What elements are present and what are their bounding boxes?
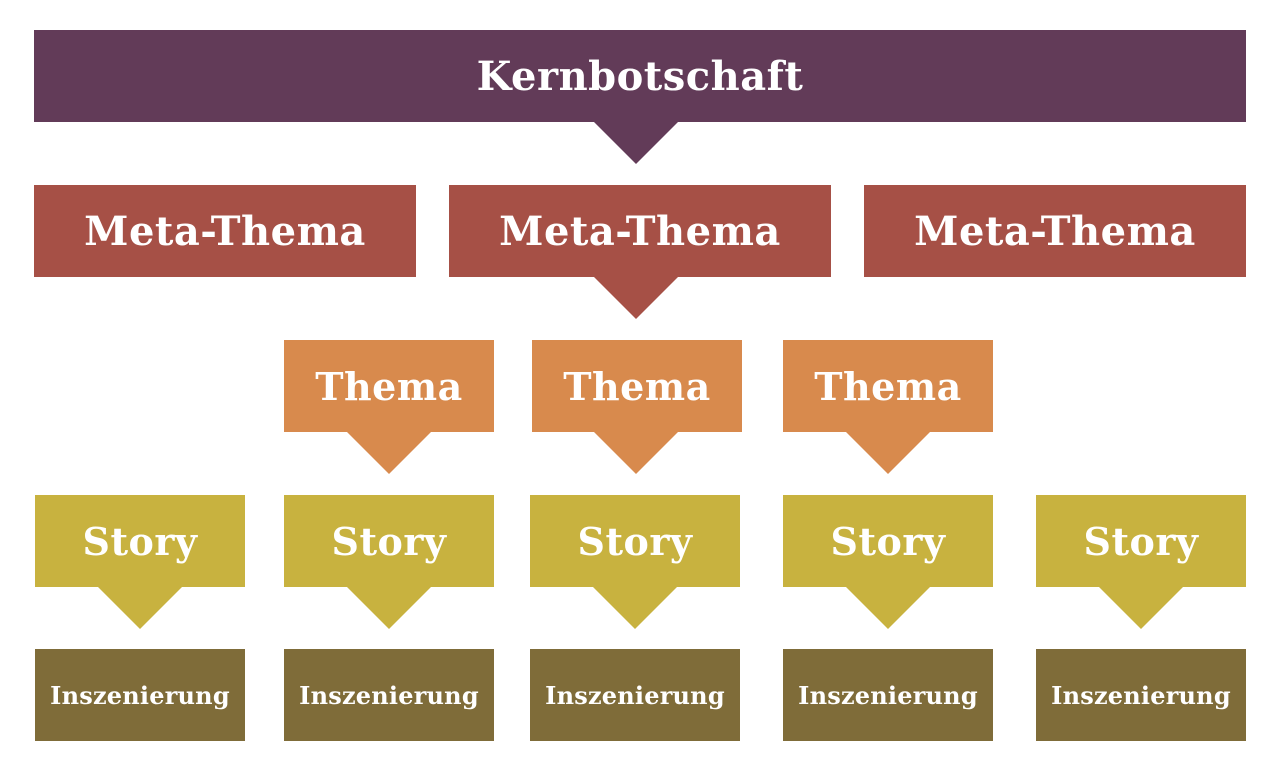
story-pointer xyxy=(593,587,677,629)
core-message-label: Kernbotschaft xyxy=(476,52,804,100)
story-pointer xyxy=(1099,587,1183,629)
story-label: Story xyxy=(82,518,198,564)
story-pointer xyxy=(347,587,431,629)
meta-theme-box: Meta-Thema xyxy=(449,185,831,277)
meta-theme-label: Meta-Thema xyxy=(84,207,366,255)
theme-label: Thema xyxy=(563,363,711,409)
staging-label: Inszenierung xyxy=(299,680,479,710)
core-message-box: Kernbotschaft xyxy=(34,30,1246,122)
theme-pointer xyxy=(594,432,678,474)
theme-box: Thema xyxy=(532,340,742,432)
staging-label: Inszenierung xyxy=(798,680,978,710)
theme-label: Thema xyxy=(315,363,463,409)
theme-pointer xyxy=(846,432,930,474)
meta-theme-box: Meta-Thema xyxy=(864,185,1246,277)
staging-box: Inszenierung xyxy=(35,649,245,741)
meta-theme-label: Meta-Thema xyxy=(499,207,781,255)
theme-box: Thema xyxy=(783,340,993,432)
story-pointer xyxy=(98,587,182,629)
story-box: Story xyxy=(530,495,740,587)
staging-label: Inszenierung xyxy=(545,680,725,710)
theme-pointer xyxy=(347,432,431,474)
story-label: Story xyxy=(1083,518,1199,564)
story-label: Story xyxy=(830,518,946,564)
story-pointer xyxy=(846,587,930,629)
staging-label: Inszenierung xyxy=(50,680,230,710)
staging-box: Inszenierung xyxy=(783,649,993,741)
story-box: Story xyxy=(284,495,494,587)
core-message-pointer xyxy=(594,122,678,164)
story-box: Story xyxy=(35,495,245,587)
theme-label: Thema xyxy=(814,363,962,409)
staging-box: Inszenierung xyxy=(284,649,494,741)
story-label: Story xyxy=(331,518,447,564)
meta-theme-pointer xyxy=(594,277,678,319)
story-label: Story xyxy=(577,518,693,564)
meta-theme-label: Meta-Thema xyxy=(914,207,1196,255)
story-box: Story xyxy=(1036,495,1246,587)
theme-box: Thema xyxy=(284,340,494,432)
story-box: Story xyxy=(783,495,993,587)
staging-box: Inszenierung xyxy=(1036,649,1246,741)
staging-label: Inszenierung xyxy=(1051,680,1231,710)
meta-theme-box: Meta-Thema xyxy=(34,185,416,277)
staging-box: Inszenierung xyxy=(530,649,740,741)
